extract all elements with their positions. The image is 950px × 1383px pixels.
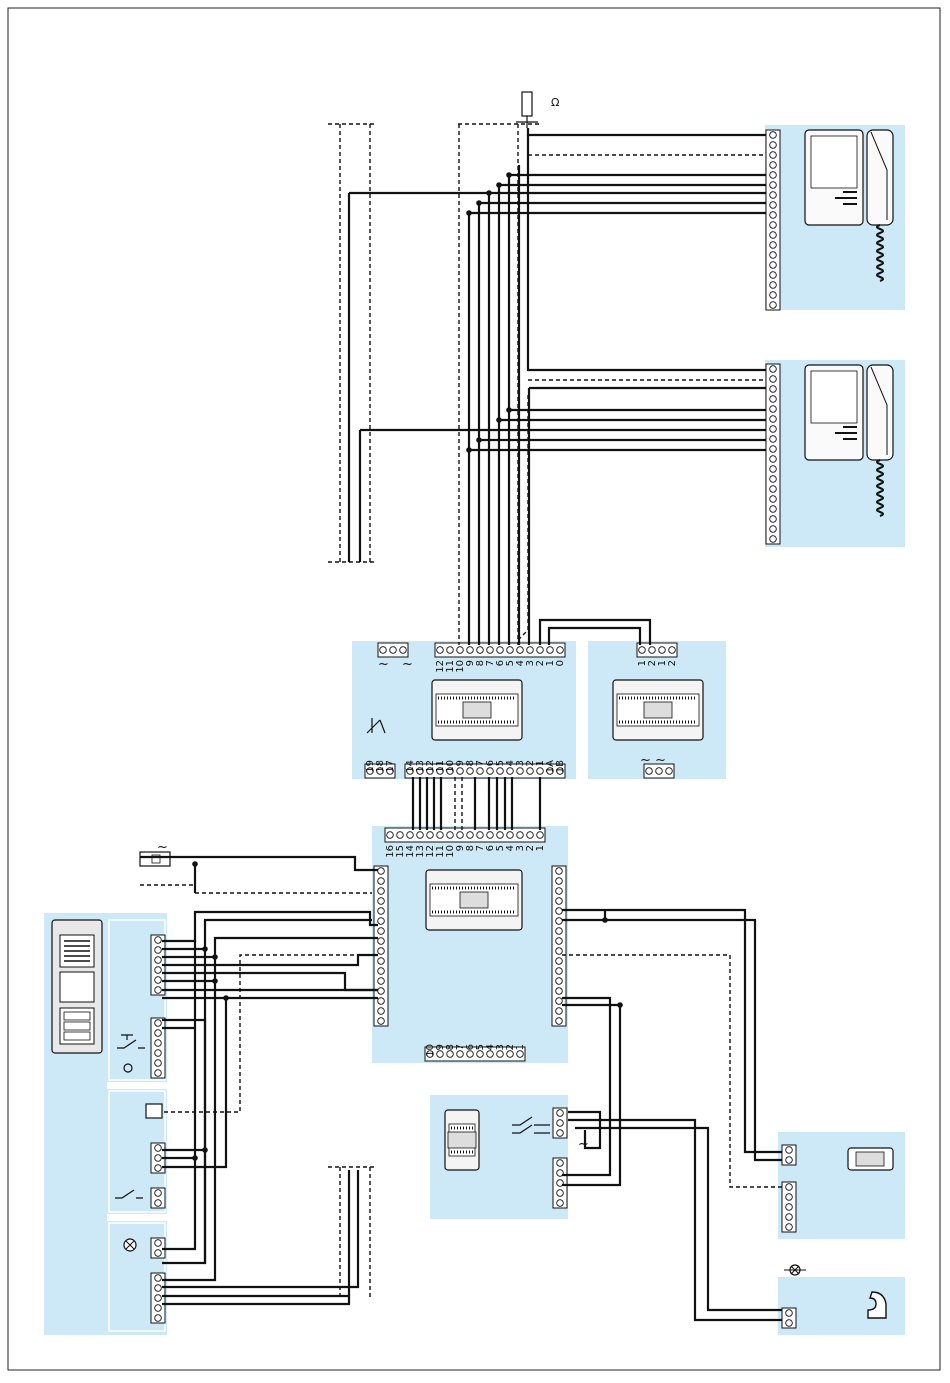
unit-a-ac-label-2: ~ — [402, 657, 413, 672]
junction-dot — [192, 861, 198, 867]
junction-dot — [223, 995, 229, 1001]
central-top-terminal-strip — [385, 828, 545, 842]
unit-b-terminal-strip — [637, 643, 677, 657]
junction-dot — [192, 1155, 198, 1161]
lock-aux-terminal-strip — [782, 1182, 796, 1232]
junction-dot — [486, 190, 492, 196]
entrance-panel-icon — [52, 920, 102, 1053]
junction-dot — [496, 417, 502, 423]
door-lock-icon — [848, 1148, 893, 1170]
junction-dot — [212, 978, 218, 984]
monitor-1-terminal-strip — [766, 130, 780, 310]
central-bottom-terminal-number: 1 — [515, 1044, 526, 1050]
central-ac-label: ~ — [157, 840, 168, 855]
entrance-terminal-strip-4 — [151, 1188, 165, 1208]
central-unit-panel — [372, 826, 568, 1063]
central-top-terminal-number: 1 — [535, 845, 546, 851]
junction-dot — [476, 437, 482, 443]
unit-a-top-terminal-number: 0 — [555, 660, 566, 666]
junction-dot — [602, 917, 608, 923]
junction-dot — [476, 200, 482, 206]
lock-terminal-strip — [782, 1145, 796, 1165]
resistor-icon — [516, 92, 538, 128]
relay-terminal-strip-1 — [553, 1108, 567, 1138]
lamp-icon — [124, 1239, 136, 1251]
junction-dot — [496, 182, 502, 188]
junction-dot — [212, 954, 218, 960]
ohm-symbol: Ω — [551, 96, 559, 109]
power-supply-icon — [613, 680, 703, 740]
unit-a-ac-label: ~ — [378, 657, 389, 672]
junction-dot — [466, 210, 472, 216]
junction-dot — [202, 1147, 208, 1153]
power-supply-icon — [426, 870, 522, 930]
unit-a-ac-terminal-strip — [378, 643, 408, 657]
junction-dot — [466, 447, 472, 453]
junction-dot — [506, 407, 512, 413]
unit-a-top-terminal-strip — [435, 643, 565, 657]
unit-b-ac-label: ~ ~ — [640, 753, 666, 768]
power-supply-icon — [445, 1110, 479, 1170]
bell-terminal-strip — [782, 1308, 796, 1328]
unit-a-side-terminal-number: 17 — [385, 760, 396, 773]
unit-b-terminal-number: 2 — [667, 660, 678, 666]
junction-dot — [617, 1002, 623, 1008]
relay-terminal-strip-2 — [553, 1158, 567, 1208]
central-left-terminal-strip — [374, 866, 388, 1026]
relay-ac-label: ~ — [578, 1137, 589, 1152]
central-right-terminal-strip — [552, 866, 566, 1026]
junction-dot — [202, 946, 208, 952]
power-supply-icon — [432, 680, 522, 740]
lamp-icon — [784, 1265, 806, 1275]
junction-dot — [506, 172, 512, 178]
monitor-2-terminal-strip — [766, 364, 780, 544]
unit-a-bottom-terminal-number: 1B — [555, 760, 566, 773]
